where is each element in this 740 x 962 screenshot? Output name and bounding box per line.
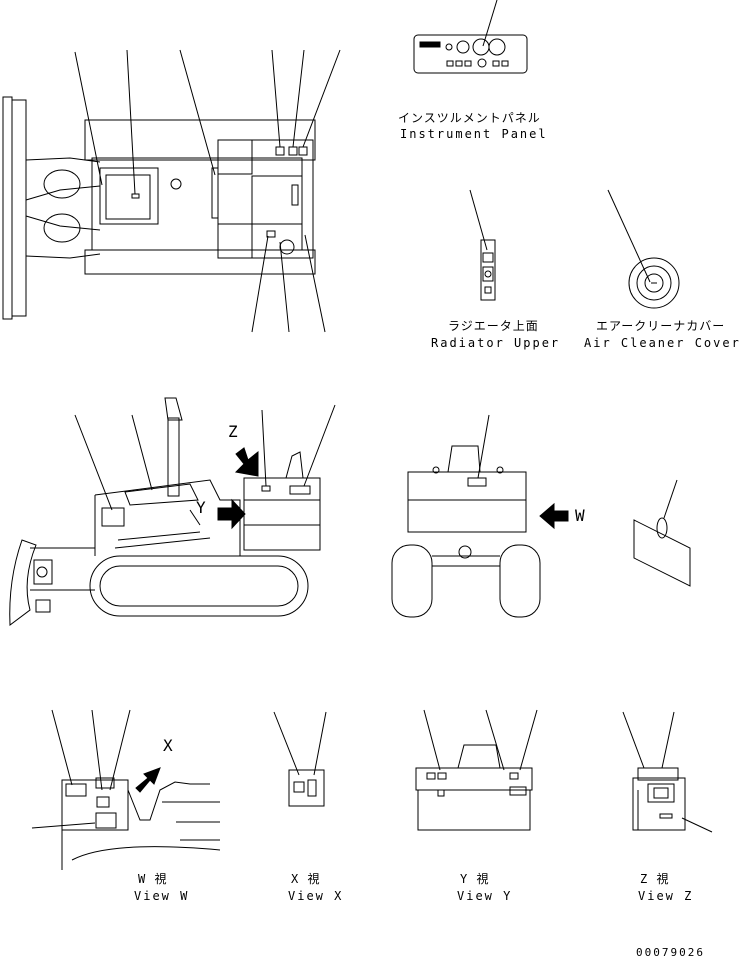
radiator-upper-figure	[469, 189, 496, 301]
view-z-figure	[622, 711, 713, 833]
air-cleaner-caption-jp: エアークリーナカバー	[596, 319, 726, 333]
decal-figure	[633, 479, 691, 587]
view-y-figure	[415, 709, 538, 831]
view-label-w: W	[575, 506, 585, 525]
view-z-caption-jp: Z 視	[640, 872, 670, 886]
view-w-caption-jp: W 視	[138, 872, 168, 886]
view-x-figure	[273, 711, 327, 807]
rear-view-machine	[391, 414, 569, 618]
side-view-machine	[9, 397, 336, 626]
view-x-caption-en: View X	[288, 889, 344, 903]
view-w-figure	[31, 709, 221, 870]
view-label-y: Y	[196, 498, 206, 517]
instrument-panel-figure	[413, 0, 528, 74]
radiator-caption-en: Radiator Upper	[431, 336, 561, 350]
instrument-panel-caption-en: Instrument Panel	[400, 127, 548, 141]
view-label-x: X	[163, 736, 173, 755]
view-z-caption-en: View Z	[638, 889, 694, 903]
top-view-machine	[2, 49, 341, 333]
view-y-caption-jp: Y 視	[460, 872, 490, 886]
view-x-caption-jp: X 視	[291, 872, 321, 886]
view-y-caption-en: View Y	[457, 889, 513, 903]
drawing-number: 00079026	[636, 946, 705, 959]
view-label-z: Z	[228, 422, 238, 441]
view-w-caption-en: View W	[134, 889, 190, 903]
instrument-panel-caption-jp: インスツルメントパネル	[398, 111, 541, 125]
radiator-caption-jp: ラジエータ上面	[448, 319, 539, 333]
air-cleaner-caption-en: Air Cleaner Cover	[584, 336, 740, 350]
air-cleaner-cover-figure	[607, 189, 680, 309]
